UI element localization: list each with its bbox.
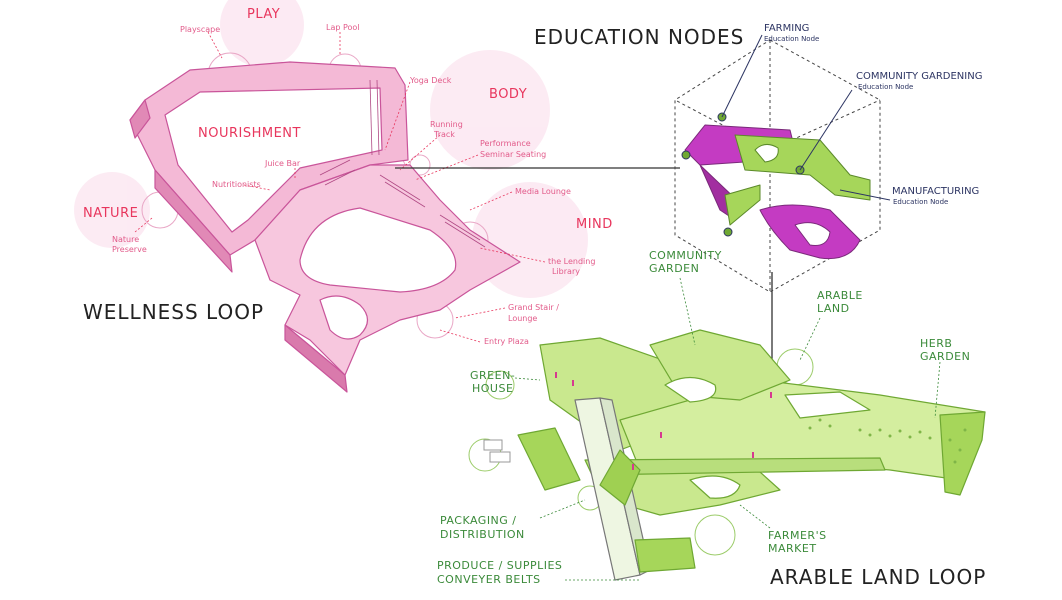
label-market: MARKET	[768, 542, 817, 555]
label-preserve: Preserve	[112, 245, 147, 254]
arable-people	[555, 372, 772, 470]
category-nourishment: NOURISHMENT	[198, 126, 301, 141]
label-entry-plaza: Entry Plaza	[484, 337, 529, 346]
wellness-loop-title: WELLNESS LOOP	[83, 300, 265, 324]
label-farming: FARMING	[764, 23, 810, 34]
label-playscape: Playscape	[180, 25, 221, 34]
wellness-details	[319, 79, 486, 248]
label-produce-supplies: PRODUCE / SUPPLIES	[437, 559, 563, 572]
label-community: COMMUNITY	[649, 249, 722, 262]
label-manufacturing: MANUFACTURING	[892, 186, 980, 197]
label-media-lounge: Media Lounge	[515, 187, 571, 196]
category-nature: NATURE	[83, 206, 139, 221]
category-play: PLAY	[247, 7, 281, 22]
wellness-loop-structure	[129, 61, 521, 393]
arable-leaders	[514, 277, 941, 581]
label-nutritionists: Nutritionists	[212, 180, 261, 189]
label-garden-community: GARDEN	[649, 262, 700, 275]
label-community-gardening: COMMUNITY GARDENING	[856, 71, 983, 82]
label-running: Running	[430, 120, 463, 129]
label-library: Library	[552, 267, 580, 276]
arable-trucks	[483, 439, 511, 463]
label-lap-pool: Lap Pool	[326, 23, 360, 32]
label-community-gardening-sub: Education Node	[858, 83, 914, 91]
label-lounge: Lounge	[508, 314, 538, 323]
label-seminar-seating: Seminar Seating	[480, 150, 547, 159]
label-manufacturing-sub: Education Node	[893, 198, 949, 206]
education-nodes-title: EDUCATION NODES	[534, 25, 745, 49]
label-arable: ARABLE	[817, 289, 863, 302]
label-juice-bar: Juice Bar	[265, 159, 301, 168]
category-mind: MIND	[576, 217, 613, 232]
label-distribution: DISTRIBUTION	[440, 528, 525, 541]
arable-land-loop-title: ARABLE LAND LOOP	[770, 565, 987, 589]
label-the-lending: the Lending	[548, 257, 596, 266]
arable-crop-dots	[808, 418, 967, 464]
label-green: GREEN-	[470, 369, 516, 382]
label-house: HOUSE	[472, 382, 514, 395]
label-yoga-deck: Yoga Deck	[410, 76, 452, 85]
label-herb: HERB	[920, 337, 953, 350]
education-leaders	[721, 34, 891, 201]
label-land: LAND	[817, 302, 850, 315]
label-conveyer-belts: CONVEYER BELTS	[437, 573, 541, 586]
label-performance: Performance	[480, 139, 531, 148]
education-structures	[684, 124, 871, 260]
arable-loop-structure	[517, 329, 986, 581]
label-packaging: PACKAGING /	[440, 514, 517, 527]
label-farming-sub: Education Node	[764, 35, 820, 43]
category-body: BODY	[489, 87, 528, 102]
label-track: Track	[434, 130, 455, 139]
label-farmers: FARMER'S	[768, 529, 827, 542]
label-herb-garden: GARDEN	[920, 350, 971, 363]
label-grand-stair: Grand Stair /	[508, 303, 559, 312]
label-nature: Nature	[112, 235, 140, 244]
